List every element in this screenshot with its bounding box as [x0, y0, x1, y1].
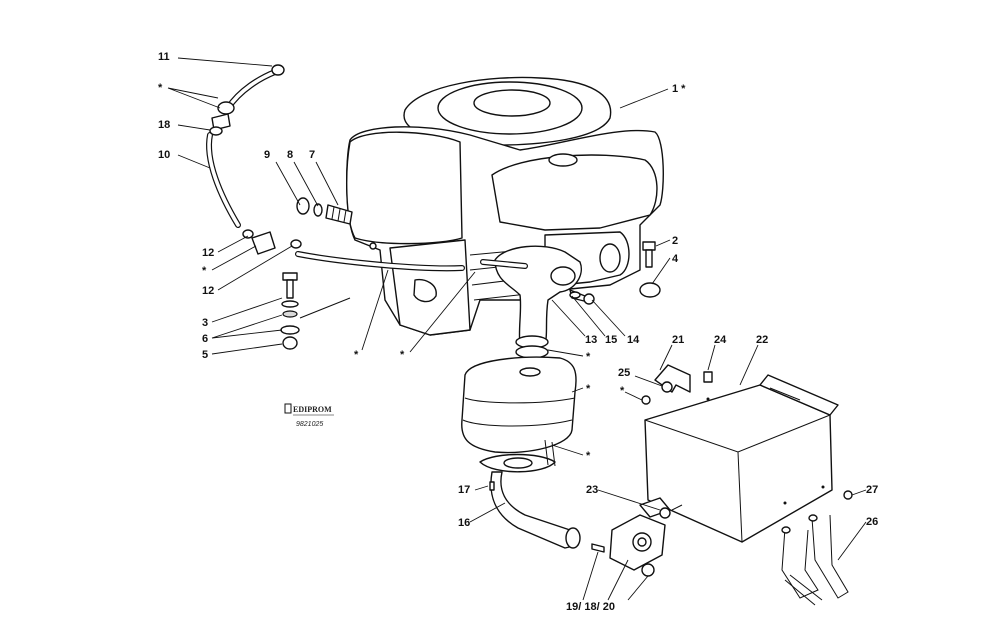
- callout-10: 10: [158, 149, 170, 161]
- fuel-line: [206, 64, 465, 272]
- callout-15: 15: [605, 334, 617, 346]
- callout-star-3: *: [354, 349, 359, 361]
- bracket-plate: [609, 497, 671, 571]
- callout-1: 1 *: [672, 83, 686, 95]
- callout-22: 22: [756, 334, 768, 346]
- callout-star-5: *: [586, 351, 591, 363]
- muffler: [461, 356, 577, 473]
- callout-25: 25: [618, 367, 630, 379]
- callout-star-8: *: [620, 385, 625, 397]
- callout-2: 2: [672, 235, 678, 247]
- bracket-26: [781, 514, 849, 606]
- callout-4: 4: [672, 253, 679, 265]
- bolt-stack: [280, 272, 351, 350]
- screw-star: [641, 395, 651, 405]
- screw-24: [703, 371, 713, 383]
- callout-23: 23: [586, 484, 598, 496]
- stud-parts: [296, 197, 353, 225]
- bolt-19: [591, 543, 605, 553]
- gasket: [515, 345, 549, 359]
- screw-27: [843, 490, 853, 500]
- callout-star: *: [158, 82, 163, 94]
- callout-11: 11: [158, 51, 170, 63]
- callout-12b: 12: [202, 285, 214, 297]
- callout-6: 6: [202, 333, 208, 345]
- callout-14: 14: [627, 334, 640, 346]
- tail-pipe: [490, 471, 581, 549]
- screw-17: [489, 481, 495, 491]
- callout-13: 13: [585, 334, 597, 346]
- callout-27: 27: [866, 484, 878, 496]
- nut-23: [659, 507, 671, 519]
- callout-24: 24: [714, 334, 727, 346]
- ediprom-logo: EDIPROM 9821025: [284, 403, 334, 428]
- callout-19-18-20: 19/ 18/ 20: [566, 601, 615, 613]
- nut-25: [661, 381, 673, 393]
- bolt-2: [642, 241, 656, 268]
- exhaust-manifold: [480, 245, 595, 349]
- callout-8: 8: [287, 149, 293, 161]
- callout-star-2: *: [202, 265, 207, 277]
- callout-7: 7: [309, 149, 315, 161]
- leader-lines: [167, 57, 867, 601]
- callout-17: 17: [458, 484, 470, 496]
- callout-26: 26: [866, 516, 878, 528]
- callout-12a: 12: [202, 247, 214, 259]
- callout-9: 9: [264, 149, 270, 161]
- callout-5: 5: [202, 349, 208, 361]
- callout-labels: 11 * 18 10 9 8 7 12 * 12 3 6 5 * * 1 * 2…: [158, 51, 878, 613]
- callout-18-top: 18: [158, 119, 170, 131]
- callout-21: 21: [672, 334, 684, 346]
- heat-shield: [644, 374, 839, 543]
- callout-star-6: *: [586, 383, 591, 395]
- engine-assembly: [346, 76, 664, 336]
- callout-16: 16: [458, 517, 470, 529]
- callout-star-7: *: [586, 450, 591, 462]
- callout-star-4: *: [400, 349, 405, 361]
- logo-code: 9821025: [296, 421, 323, 428]
- callout-3: 3: [202, 317, 208, 329]
- nut-20: [641, 563, 655, 577]
- nut-4: [639, 282, 661, 298]
- logo-brand: EDIPROM: [293, 405, 332, 414]
